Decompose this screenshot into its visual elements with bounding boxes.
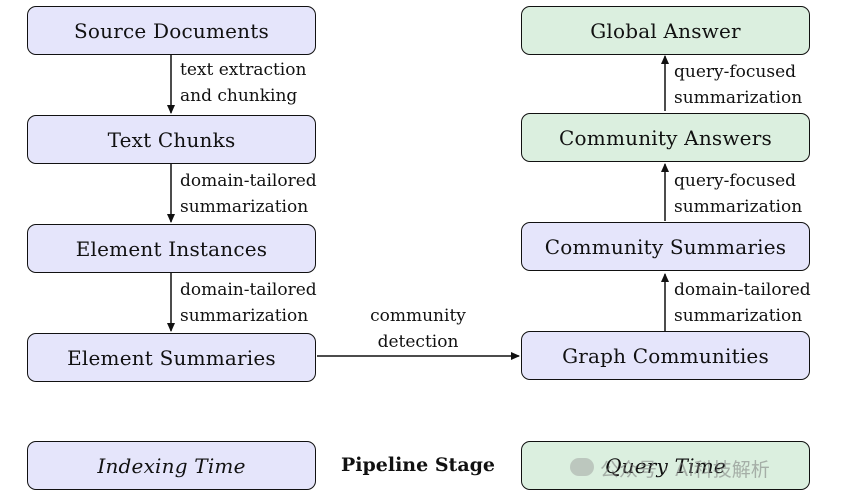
edge-label-line: domain-tailored — [674, 280, 811, 300]
node-text-chunks-label: Text Chunks — [107, 127, 236, 152]
node-community-summaries: Community Summaries — [521, 222, 810, 271]
node-global-answer: Global Answer — [521, 6, 810, 55]
node-text-chunks: Text Chunks — [27, 115, 316, 164]
node-source-documents: Source Documents — [27, 6, 316, 55]
watermark-text: 公众号 · AI科技解析 — [600, 459, 770, 481]
edge-label-line: community — [370, 306, 466, 326]
node-graph-communities: Graph Communities — [521, 331, 810, 380]
edge-label-line: summarization — [674, 88, 803, 108]
node-source-documents-label: Source Documents — [74, 18, 269, 43]
legend-pipeline-stage: Pipeline Stage — [340, 454, 495, 476]
edge-label-line: and chunking — [180, 86, 298, 106]
node-element-instances-label: Element Instances — [75, 236, 268, 261]
node-element-summaries: Element Summaries — [27, 333, 316, 382]
edge-label-domain-tailored-1: domain-tailored summarization — [180, 168, 317, 220]
edge-label-domain-tailored-3: domain-tailored summarization — [674, 277, 811, 329]
edge-label-line: summarization — [180, 306, 309, 326]
edge-label-query-focused-2: query-focused summarization — [674, 59, 802, 111]
edge-label-line: query-focused — [674, 62, 797, 82]
node-element-instances: Element Instances — [27, 224, 316, 273]
edge-label-domain-tailored-2: domain-tailored summarization — [180, 277, 317, 329]
legend-indexing-time-label: Indexing Time — [97, 453, 246, 478]
edge-label-line: detection — [377, 332, 459, 352]
edge-label-community-detection: community detection — [343, 303, 493, 355]
edge-label-line: query-focused — [674, 171, 797, 191]
legend-query-time-label: Query Time — [605, 453, 726, 478]
edge-label-line: domain-tailored — [180, 280, 317, 300]
edge-label-text-extraction: text extraction and chunking — [180, 57, 306, 109]
edge-label-line: domain-tailored — [180, 171, 317, 191]
wechat-icon — [570, 458, 594, 476]
edge-label-query-focused-1: query-focused summarization — [674, 168, 802, 220]
edge-label-line: summarization — [674, 306, 803, 326]
node-community-answers: Community Answers — [521, 113, 810, 162]
node-global-answer-label: Global Answer — [590, 18, 741, 43]
edge-label-line: summarization — [674, 197, 803, 217]
edge-label-line: summarization — [180, 197, 309, 217]
legend-indexing-time: Indexing Time — [27, 441, 316, 490]
edge-label-line: text extraction — [180, 60, 307, 80]
node-community-summaries-label: Community Summaries — [544, 234, 787, 259]
node-element-summaries-label: Element Summaries — [67, 345, 276, 370]
legend-query-time: Query Time — [521, 441, 810, 490]
node-community-answers-label: Community Answers — [559, 125, 772, 150]
node-graph-communities-label: Graph Communities — [562, 343, 769, 368]
